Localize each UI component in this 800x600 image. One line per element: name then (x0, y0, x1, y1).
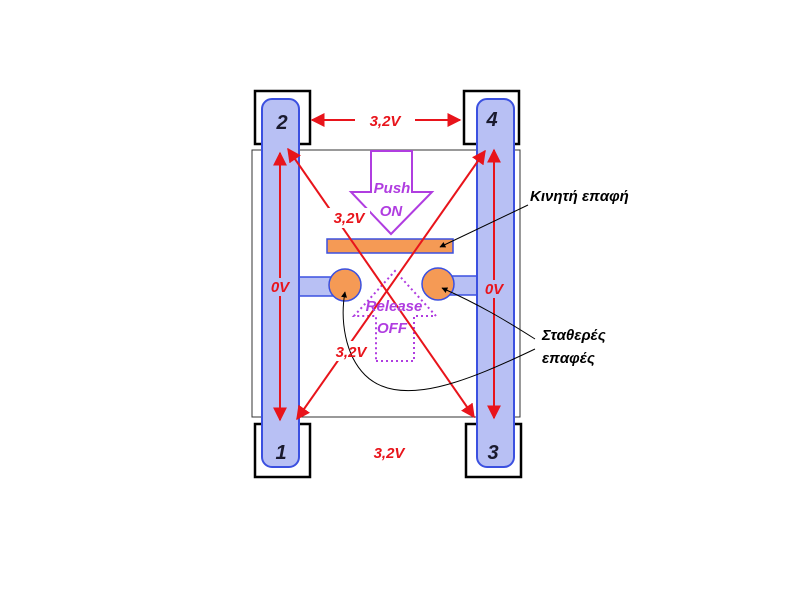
moving-contact-bar (326, 238, 454, 254)
off-label: OFF (377, 320, 408, 337)
fixed-contacts-pointer-right (441, 287, 536, 340)
right-label-bg (482, 280, 506, 298)
fixed-contacts-annotation-line1: Σταθερές (541, 327, 606, 344)
fixed-contacts-annotation-line2: επαφές (542, 350, 595, 367)
on-label: ON (380, 203, 404, 220)
voltage-cross-lower: 3,2V (336, 344, 369, 361)
terminal-label-1: 1 (275, 442, 286, 464)
right-fixed-contact (421, 267, 455, 301)
left-fixed-contact (328, 268, 362, 302)
voltage-top: 3,2V (370, 113, 403, 130)
voltage-right: 0V (485, 281, 505, 298)
terminal-label-4: 4 (485, 109, 497, 131)
cross-upper-label-bg (328, 208, 370, 228)
left-label-bg (268, 278, 292, 296)
voltage-bottom: 3,2V (374, 445, 407, 462)
top-label-bg (355, 110, 415, 130)
fixed-contacts-pointer-left (341, 291, 536, 392)
arrow-cross-1-4 (296, 149, 486, 421)
terminal-label-2: 2 (275, 112, 287, 134)
push-label: Push (374, 180, 411, 197)
voltage-left: 0V (271, 279, 291, 296)
release-label: Release (366, 298, 423, 315)
moving-contact-pointer (439, 204, 529, 248)
moving-contact-annotation: Κινητή επαφή (530, 188, 629, 205)
terminal-label-3: 3 (487, 442, 498, 464)
cross-lower-label-bg (330, 341, 372, 361)
voltage-cross-upper: 3,2V (334, 210, 367, 227)
